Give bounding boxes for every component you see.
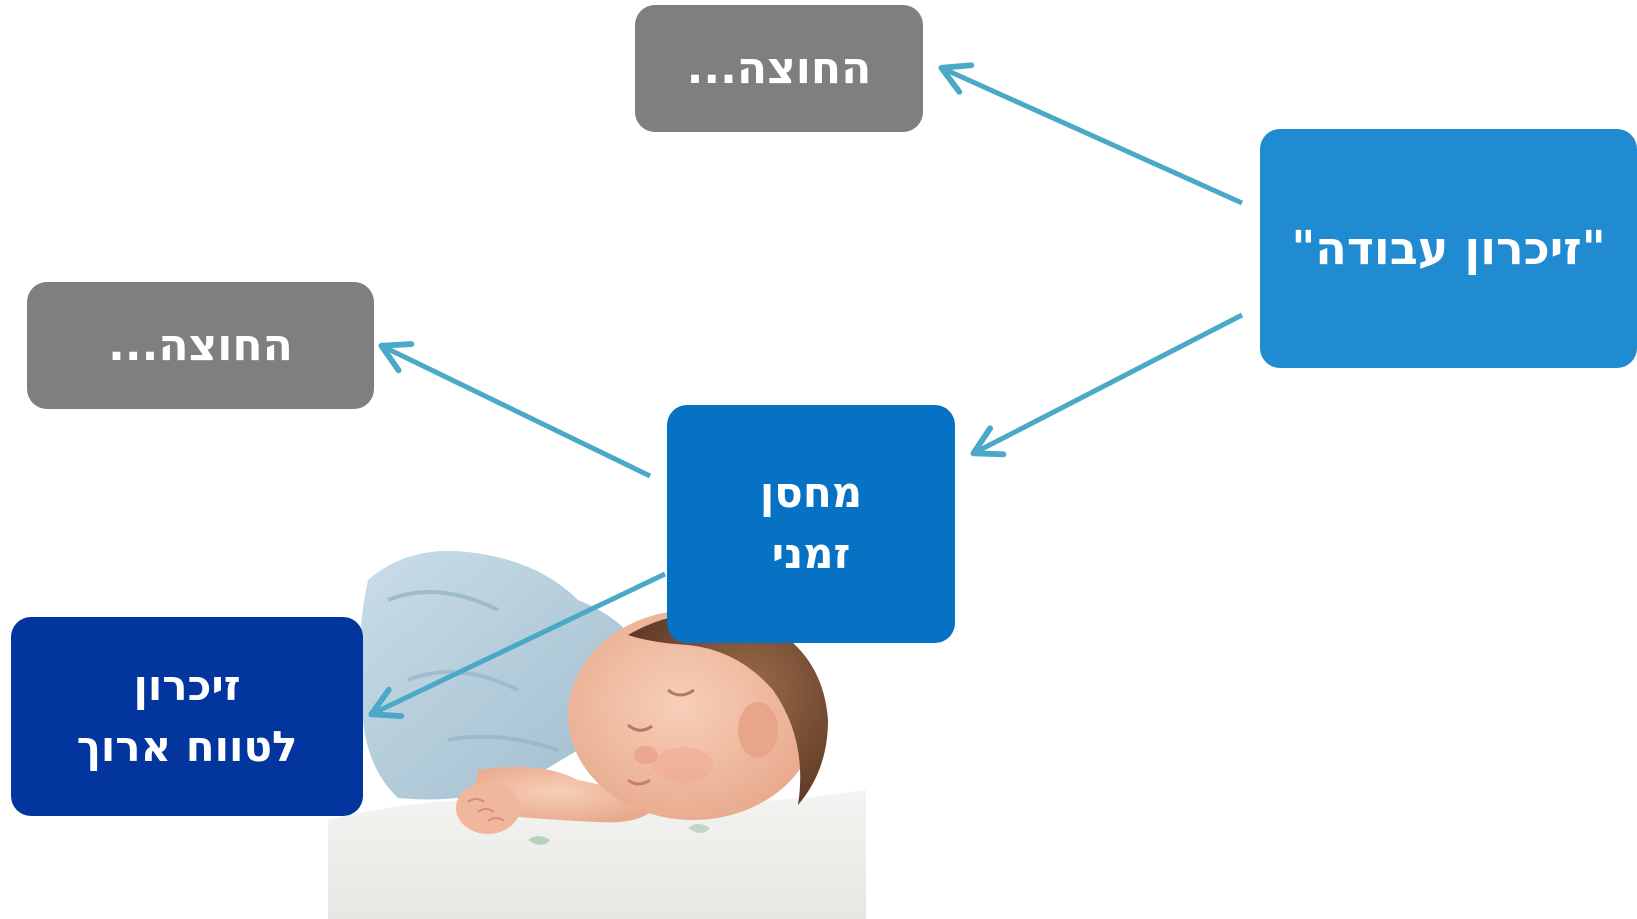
working-memory-label: "זיכרון עבודה" — [1291, 221, 1606, 276]
temporary-store-label-line2: זמני — [771, 529, 851, 578]
discard-left-label: החוצה... — [108, 319, 293, 371]
long-term-memory-label-line2: לטווח ארוך — [76, 721, 298, 771]
temporary-store-box: מחסן זמני — [667, 405, 955, 643]
working-memory-box: "זיכרון עבודה" — [1260, 129, 1637, 368]
arrow-working-to-temporary — [970, 312, 1244, 458]
temporary-store-label-line1: מחסן — [759, 468, 863, 518]
long-term-memory-label-line1: זיכרון — [133, 660, 241, 710]
discard-box-left: החוצה... — [27, 282, 374, 409]
discard-top-label: החוצה... — [686, 42, 872, 94]
discard-box-top: החוצה... — [635, 5, 923, 132]
long-term-memory-box: זיכרון לטווח ארוך — [11, 617, 363, 816]
arrow-working-to-discard — [938, 62, 1244, 206]
arrow-temporary-to-discard — [378, 341, 652, 479]
